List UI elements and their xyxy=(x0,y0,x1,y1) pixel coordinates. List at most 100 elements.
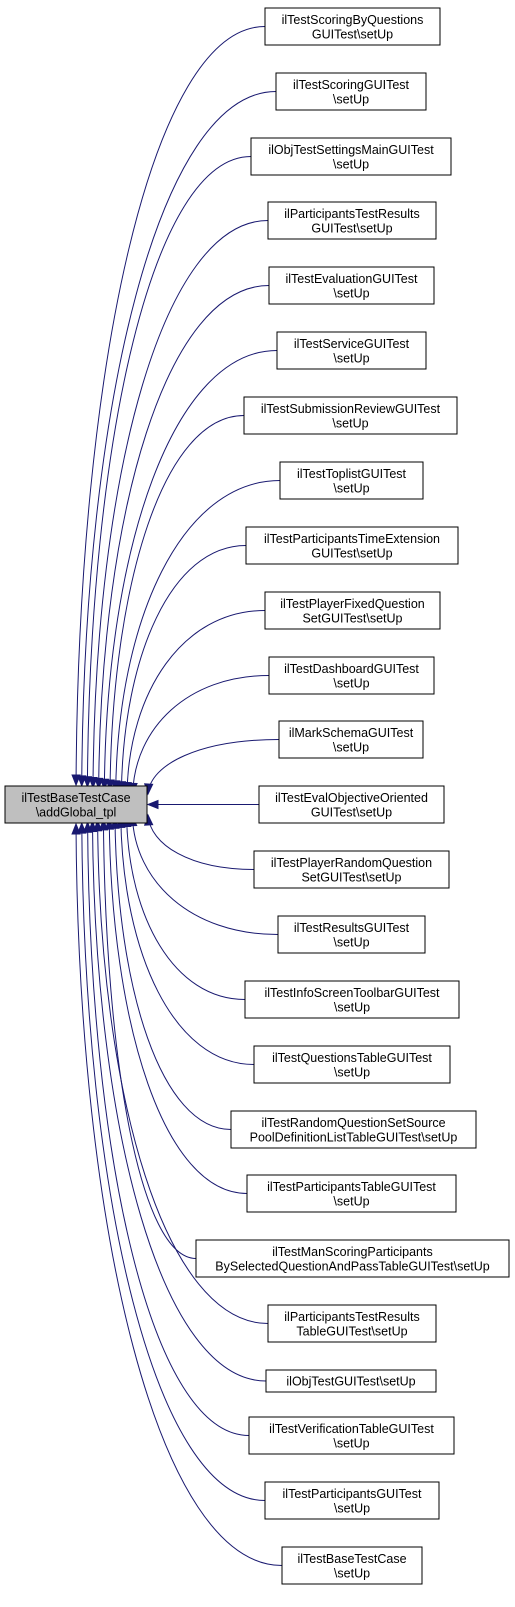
caller-node-box xyxy=(246,1174,457,1213)
caller-node-box xyxy=(281,1546,423,1585)
caller-node-label: \setUp xyxy=(333,481,369,495)
caller-node-box xyxy=(250,137,452,176)
caller-node[interactable]: ilTestManScoringParticipantsBySelectedQu… xyxy=(195,1239,510,1278)
caller-node-box xyxy=(268,266,435,305)
caller-node-label: ilTestRandomQuestionSetSource xyxy=(261,1116,445,1130)
caller-node[interactable]: ilTestParticipantsGUITest\setUp xyxy=(264,1481,440,1520)
caller-node[interactable]: ilTestBaseTestCase\setUp xyxy=(281,1546,423,1585)
caller-node-box xyxy=(258,785,445,824)
caller-node-label: ilTestPlayerRandomQuestion xyxy=(271,856,432,870)
caller-node-label: \setUp xyxy=(334,1501,370,1515)
caller-node-label: ilTestToplistGUITest xyxy=(297,467,407,481)
caller-node[interactable]: ilObjTestSettingsMainGUITest\setUp xyxy=(250,137,452,176)
edges-layer xyxy=(71,26,283,1566)
caller-node-label: ilTestBaseTestCase xyxy=(297,1552,406,1566)
caller-node-box xyxy=(268,656,435,695)
call-edge xyxy=(81,91,277,786)
caller-node-label: ilTestServiceGUITest xyxy=(294,337,410,351)
caller-node-box xyxy=(264,591,441,630)
call-edge xyxy=(87,822,250,1436)
caller-node-label: ilTestManScoringParticipants xyxy=(272,1245,433,1259)
caller-node-label: ilTestParticipantsGUITest xyxy=(283,1487,422,1501)
caller-node-box xyxy=(244,980,460,1019)
caller-node-label: ilTestEvaluationGUITest xyxy=(285,272,418,286)
caller-node-label: \setUp xyxy=(333,1194,369,1208)
caller-node[interactable]: ilTestInfoScreenToolbarGUITest\setUp xyxy=(244,980,460,1019)
call-edge xyxy=(102,819,197,1259)
caller-node-box xyxy=(277,915,426,954)
caller-node-box xyxy=(275,72,427,111)
caller-node-label: \setUp xyxy=(333,676,369,690)
caller-node-label: ilObjTestSettingsMainGUITest xyxy=(268,143,434,157)
caller-node[interactable]: ilTestParticipantsTableGUITest\setUp xyxy=(246,1174,457,1213)
caller-node[interactable]: ilTestSubmissionReviewGUITest\setUp xyxy=(243,396,458,435)
caller-node[interactable]: ilTestQuestionsTableGUITest\setUp xyxy=(253,1045,451,1084)
caller-node[interactable]: ilTestParticipantsTimeExtensionGUITest\s… xyxy=(245,526,459,565)
call-edge xyxy=(103,350,278,790)
caller-node-box xyxy=(267,201,437,240)
caller-node[interactable]: ilTestVerificationTableGUITest\setUp xyxy=(248,1416,455,1455)
call-edge xyxy=(86,156,252,787)
call-edge xyxy=(115,480,281,791)
caller-node-box xyxy=(276,331,427,370)
call-edge xyxy=(75,26,266,786)
caller-node-label: GUITest\setUp xyxy=(311,221,392,235)
caller-node-label: \setUp xyxy=(333,351,369,365)
root-node-label: ilTestBaseTestCase xyxy=(21,791,130,805)
arrow-head-icon xyxy=(146,799,159,810)
call-edge xyxy=(109,415,245,791)
caller-node-box xyxy=(267,1304,437,1343)
caller-node-label: \setUp xyxy=(333,1436,369,1450)
caller-node-label: SetGUITest\setUp xyxy=(301,870,401,884)
caller-node-box xyxy=(243,396,458,435)
caller-node-label: PoolDefinitionListTableGUITest\setUp xyxy=(250,1130,458,1144)
caller-node[interactable]: ilObjTestGUITest\setUp xyxy=(265,1369,437,1393)
caller-node[interactable]: ilTestPlayerRandomQuestionSetGUITest\set… xyxy=(253,850,450,889)
root-node-box xyxy=(4,785,148,824)
caller-node-label: \setUp xyxy=(333,92,369,106)
call-edge xyxy=(92,220,269,788)
caller-node-label: ilObjTestGUITest\setUp xyxy=(286,1375,415,1389)
caller-node-label: \setUp xyxy=(334,1000,370,1014)
call-edge xyxy=(81,823,266,1501)
caller-node-label: ilTestResultsGUITest xyxy=(294,921,410,935)
caller-node[interactable]: ilTestResultsGUITest\setUp xyxy=(277,915,426,954)
caller-node-label: ilTestQuestionsTableGUITest xyxy=(272,1051,432,1065)
caller-node-label: ilTestSubmissionReviewGUITest xyxy=(261,402,441,416)
caller-node-label: \setUp xyxy=(333,286,369,300)
call-edge xyxy=(114,818,232,1130)
caller-node[interactable]: ilMarkSchemaGUITest\setUp xyxy=(278,720,424,759)
caller-node[interactable]: ilTestRandomQuestionSetSourcePoolDefinit… xyxy=(230,1110,477,1149)
caller-node-label: \setUp xyxy=(334,1566,370,1580)
caller-node-label: GUITest\setUp xyxy=(312,27,393,41)
caller-node-box xyxy=(279,461,424,500)
caller-node[interactable]: ilParticipantsTestResultsTableGUITest\se… xyxy=(267,1304,437,1343)
call-edge xyxy=(131,815,279,935)
caller-node-label: ilParticipantsTestResults xyxy=(284,207,419,221)
call-edge xyxy=(120,545,247,792)
caller-node[interactable]: ilTestDashboardGUITest\setUp xyxy=(268,656,435,695)
caller-node[interactable]: ilTestScoringGUITest\setUp xyxy=(275,72,427,111)
arrow-head-icon xyxy=(98,818,109,831)
caller-node-label: ilTestEvalObjectiveOriented xyxy=(275,791,428,805)
caller-node-label: ilMarkSchemaGUITest xyxy=(289,726,414,740)
caller-node-label: BySelectedQuestionAndPassTableGUITest\se… xyxy=(215,1259,489,1273)
caller-node-box xyxy=(253,1045,451,1084)
caller-node-label: GUITest\setUp xyxy=(311,805,392,819)
call-edge xyxy=(126,816,246,1000)
arrow-head-icon xyxy=(71,822,81,835)
caller-node[interactable]: ilTestToplistGUITest\setUp xyxy=(279,461,424,500)
caller-node[interactable]: ilTestEvaluationGUITest\setUp xyxy=(268,266,435,305)
arrow-head-icon xyxy=(77,821,87,834)
caller-node[interactable]: ilTestPlayerFixedQuestionSetGUITest\setU… xyxy=(264,591,441,630)
caller-node-label: SetGUITest\setUp xyxy=(302,611,402,625)
caller-node[interactable]: ilTestServiceGUITest\setUp xyxy=(276,331,427,370)
caller-node-label: ilTestParticipantsTimeExtension xyxy=(264,532,440,546)
caller-node-box xyxy=(264,1481,440,1520)
root-node[interactable]: ilTestBaseTestCase\addGlobal_tpl xyxy=(4,785,148,824)
caller-node-box xyxy=(195,1239,510,1278)
